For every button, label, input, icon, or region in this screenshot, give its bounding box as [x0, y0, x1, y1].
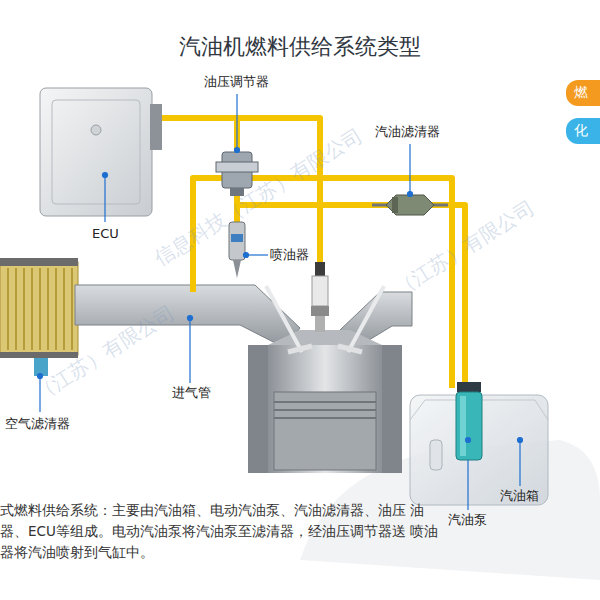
- caption-text: 式燃料供给系统：主要由汽油箱、电动汽油泵、汽油滤清器、油压 油器、ECU等组成。…: [0, 500, 440, 563]
- fuel-injector: [229, 222, 245, 278]
- air-filter-part: [0, 258, 78, 376]
- leader-lines: [38, 94, 523, 510]
- diagram-title: 汽油机燃料供给系统类型: [0, 34, 600, 60]
- part-label: 油压调节器: [204, 74, 269, 90]
- tab-text: 燃: [574, 84, 588, 102]
- engine-cylinder: [248, 286, 402, 473]
- spark-plug: [311, 262, 329, 332]
- tab-text: 化: [574, 122, 588, 140]
- part-label: 空气滤清器: [5, 416, 70, 432]
- part-label: 汽油箱: [500, 488, 539, 504]
- side-tab: 燃: [566, 80, 600, 106]
- part-label: 喷油器: [270, 247, 309, 263]
- part-label: 汽油滤清器: [375, 124, 440, 140]
- part-label: 汽油泵: [448, 512, 487, 528]
- fuel-pump: [456, 382, 482, 460]
- ecu-unit: [40, 88, 162, 216]
- part-label: 进气管: [172, 385, 211, 401]
- side-tab: 化: [566, 118, 600, 144]
- fuel-filter: [372, 195, 448, 215]
- part-label: ECU: [92, 226, 119, 242]
- watermark: 信息科技（江苏）有限公司: [150, 123, 366, 271]
